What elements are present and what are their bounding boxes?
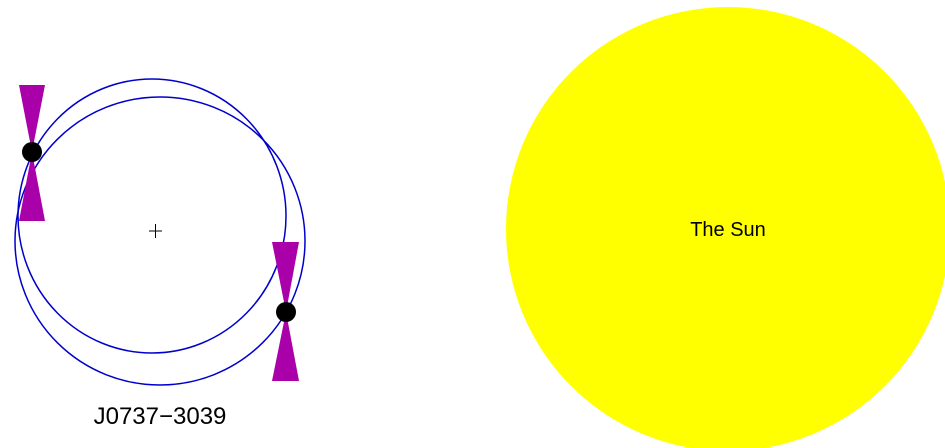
plus-icon <box>149 224 162 238</box>
beam-icon <box>19 152 45 221</box>
orbits <box>15 79 305 385</box>
beam-icon <box>272 312 299 381</box>
sun: The Sun <box>506 7 945 448</box>
beam-icon <box>272 242 299 312</box>
beam-icon <box>19 85 45 152</box>
pulsar-a <box>19 85 45 221</box>
system-label: J0737−3039 <box>94 403 227 430</box>
orbit-ellipse-b <box>18 79 286 353</box>
sun-label: The Sun <box>690 219 766 241</box>
pulsar-dot-icon <box>22 142 42 162</box>
orbit-ellipse-a <box>15 97 305 385</box>
pulsar-dot-icon <box>276 302 296 322</box>
pulsar-b <box>272 242 299 381</box>
